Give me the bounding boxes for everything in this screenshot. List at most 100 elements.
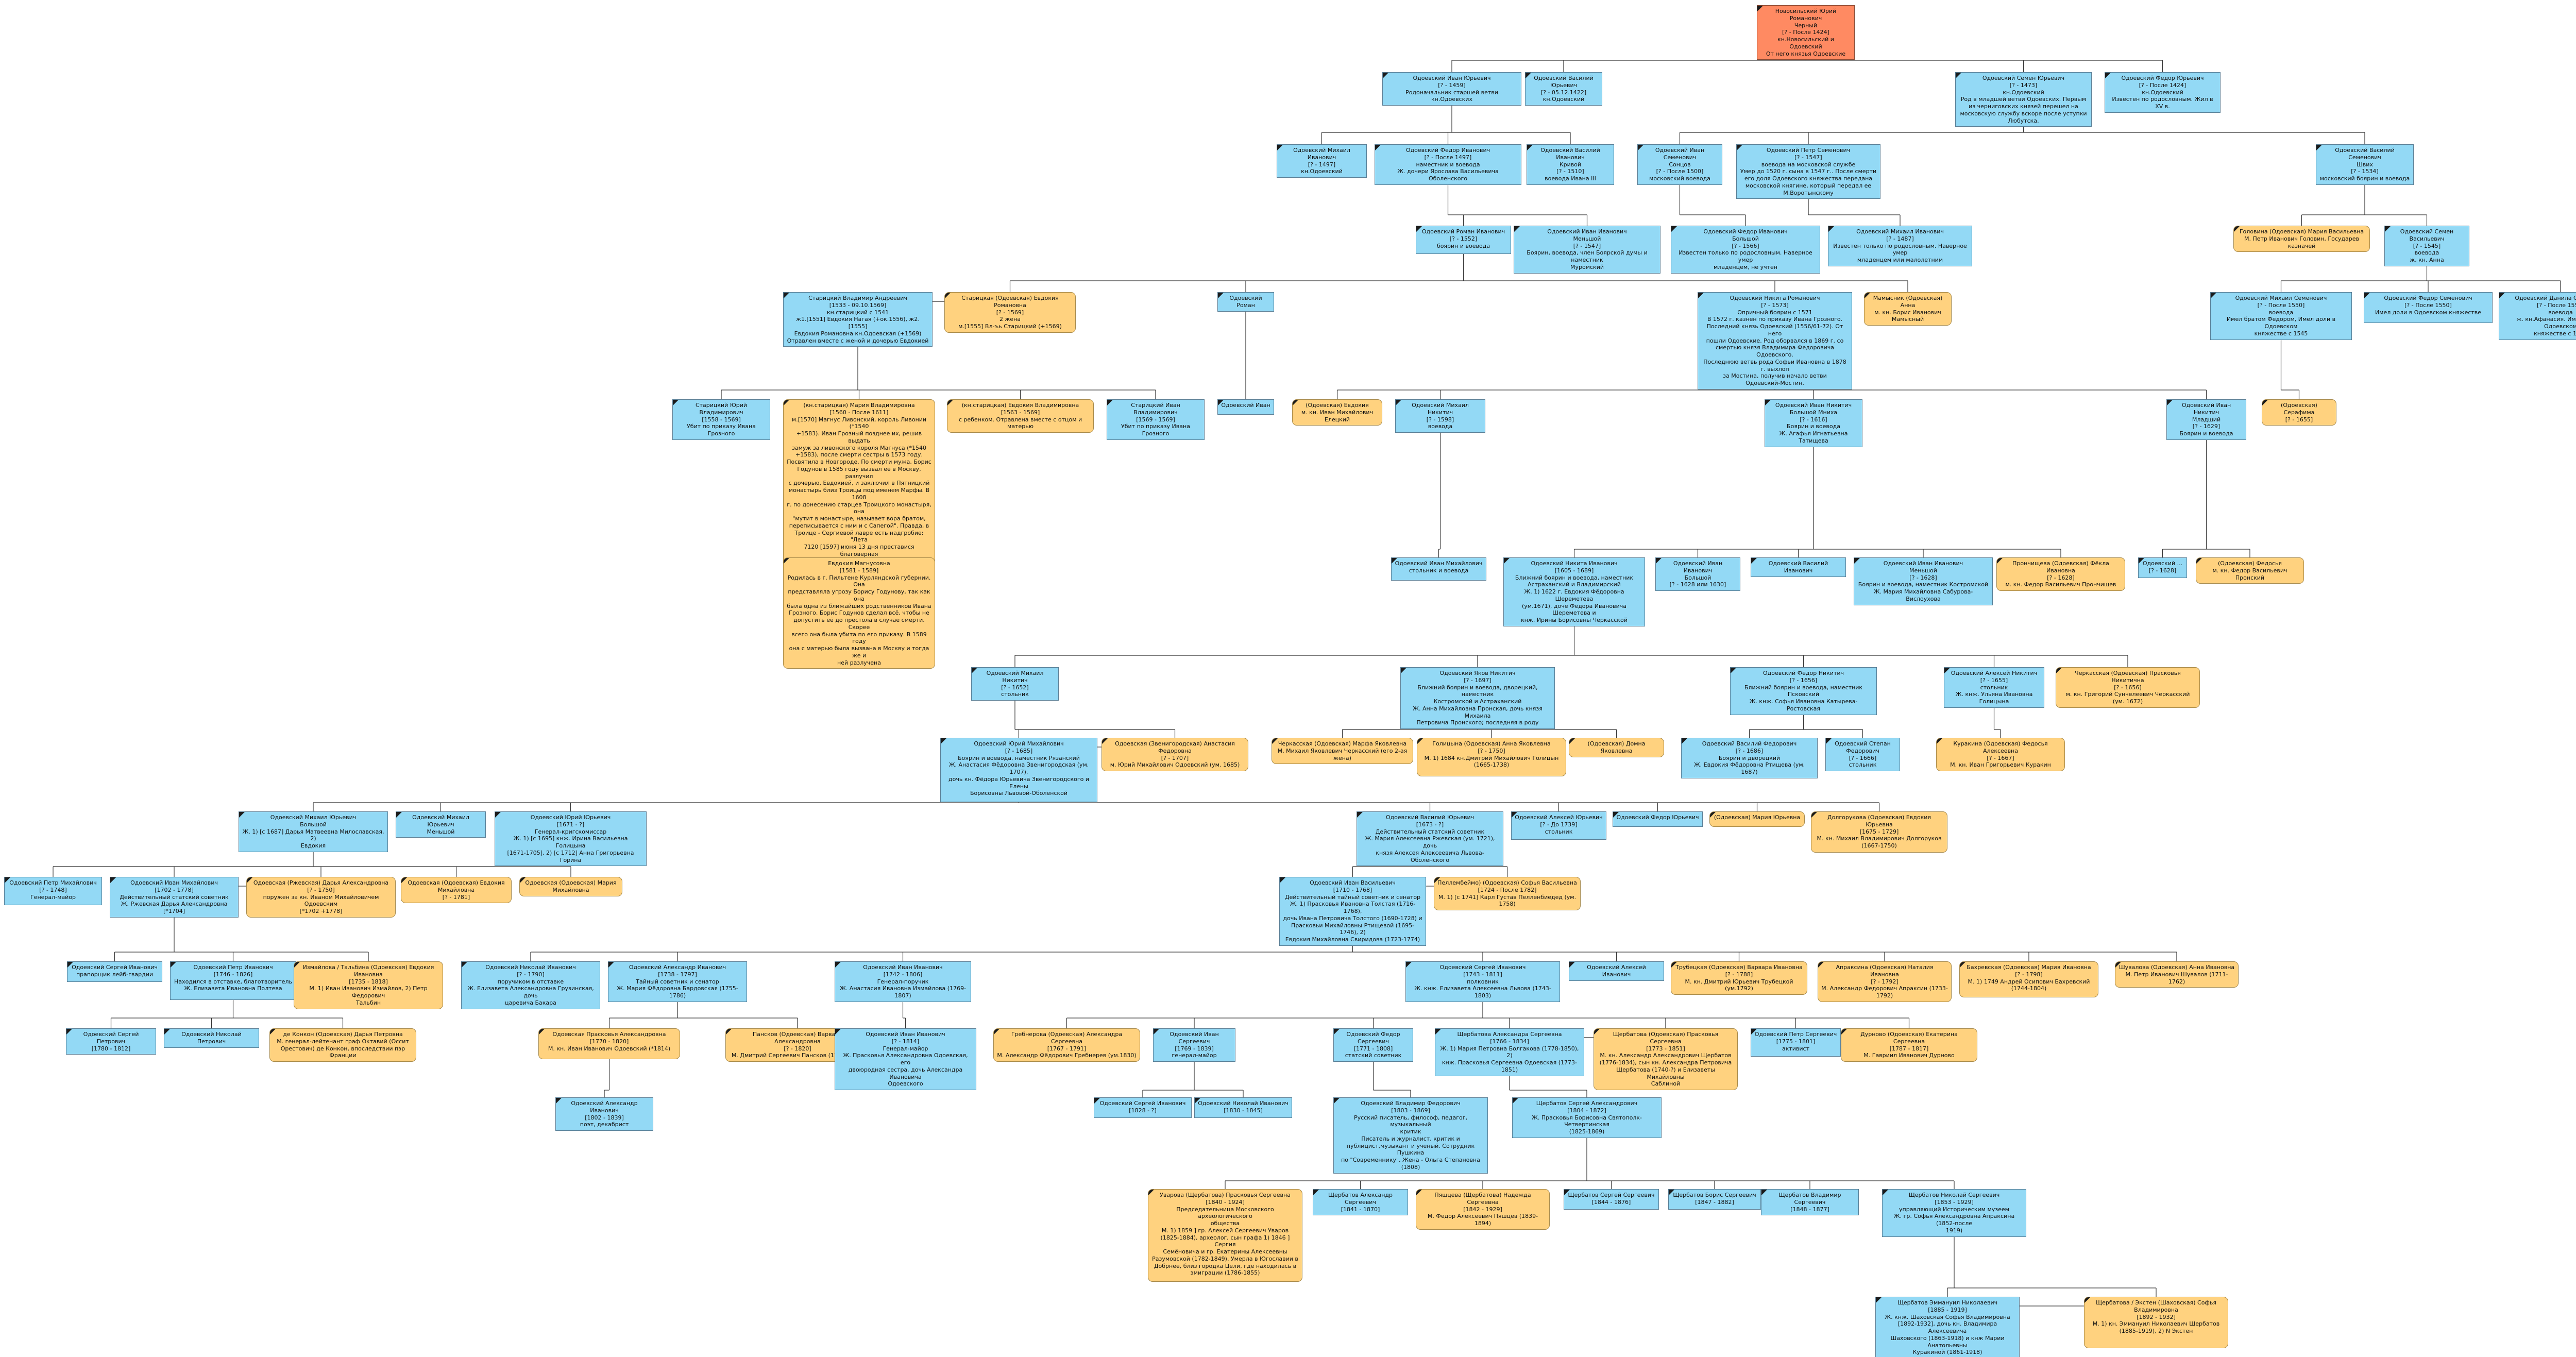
female-person-card[interactable]: (Одоевская) Мария Юрьевна	[1709, 811, 1805, 827]
male-person-card[interactable]: Одоевский Александр Иванович [1802 - 183…	[555, 1097, 653, 1131]
male-person-card[interactable]: Одоевский Алексей Юрьевич [? - До 1739] …	[1511, 811, 1606, 840]
male-person-card[interactable]: Одоевский Михаил Юрьевич Меньшой	[396, 811, 486, 838]
male-person-card[interactable]: Одоевский Федор Юрьевич [? - После 1424]…	[2105, 72, 2221, 113]
male-person-card[interactable]: Одоевский Алексей Иванович	[1569, 961, 1664, 981]
male-person-card[interactable]: Одоевский Юрий Юрьевич [1671 - ?] Генера…	[495, 811, 647, 867]
male-person-card[interactable]: Одоевский Иван Михайлович [1702 - 1778] …	[110, 877, 239, 918]
male-person-card[interactable]: Одоевский Василий Юрьевич [? - 05.12.142…	[1525, 72, 1602, 106]
female-person-card[interactable]: Щербатова / Экстен (Шаховская) Софья Вла…	[2084, 1297, 2228, 1348]
female-person-card[interactable]: Гребнерова (Одоевская) Александра Сергее…	[993, 1028, 1140, 1062]
female-person-card[interactable]: Пяшцева (Щербатова) Надежда Сергеевна [1…	[1416, 1189, 1550, 1230]
male-person-card[interactable]: Одоевский Иван Юрьевич [? - 1459] Родона…	[1382, 72, 1521, 106]
male-person-card[interactable]: Старицкий Иван Владимирович [1569 - 1569…	[1107, 399, 1205, 440]
male-person-card[interactable]: Одоевский Федор Юрьевич	[1613, 811, 1703, 827]
male-person-card[interactable]: Щербатов Сергей Александрович [1804 - 18…	[1512, 1097, 1662, 1138]
female-person-card[interactable]: Одоевская Прасковья Александровна [1770 …	[538, 1028, 680, 1059]
male-person-card[interactable]: Одоевский Михаил Иванович [? - 1487] Изв…	[1828, 226, 1972, 266]
female-person-card[interactable]: Апраксина (Одоевская) Наталия Ивановна […	[1818, 961, 1952, 1002]
male-person-card[interactable]: Одоевский Сергей Иванович [1828 - ?]	[1094, 1097, 1192, 1118]
male-person-card[interactable]: Щербатов Владимир Сергеевич [1848 - 1877…	[1761, 1189, 1859, 1216]
male-person-card[interactable]: Одоевский Михаил Иванович [? - 1497] кн.…	[1277, 144, 1367, 178]
female-person-card[interactable]: Щербатова (Одоевская) Прасковья Сергеевн…	[1594, 1028, 1738, 1090]
male-person-card[interactable]: Одоевский Петр Михайлович [? - 1748] Ген…	[4, 877, 102, 905]
male-person-card[interactable]: Одоевский Петр Иванович [1746 - 1826] На…	[170, 961, 296, 1000]
female-person-card[interactable]: Евдокия Магнусовна [1581 - 1589] Родилас…	[783, 557, 935, 669]
female-person-card[interactable]: (Одоевская) Серафима [? - 1655]	[2262, 399, 2336, 426]
male-person-card[interactable]: Одоевский Николай Петрович	[164, 1028, 259, 1048]
male-person-card[interactable]: Одоевский Николай Иванович [? - 1790] по…	[461, 961, 600, 1009]
male-person-card[interactable]: Щербатов Сергей Сергеевич [1844 - 1876]	[1564, 1189, 1659, 1210]
male-person-card[interactable]: Одоевский Владимир Федорович [1803 - 186…	[1333, 1097, 1488, 1174]
male-person-card[interactable]: Одоевский Федор Сергеевич [1771 - 1808] …	[1333, 1028, 1413, 1062]
female-person-card[interactable]: (кн.старицкая) Евдокия Владимировна [156…	[947, 399, 1094, 433]
male-person-card[interactable]: Одоевский Данила Семенович [? - После 15…	[2499, 292, 2576, 340]
male-person-card[interactable]: Одоевский Алексей Никитич [? - 1655] сто…	[1944, 667, 2044, 708]
male-person-card[interactable]: Одоевский Степан Федорович [? - 1666] ст…	[1825, 738, 1900, 771]
root-person-card[interactable]: Новосильский Юрий Романович Черный [? - …	[1757, 5, 1855, 60]
male-person-card[interactable]: Одоевский Иван Михайлович стольник и вое…	[1391, 557, 1486, 581]
female-person-card[interactable]: (кн.старицкая) Мария Владимировна [1560 …	[783, 399, 935, 568]
female-person-card[interactable]: Черкасская (Одоевская) Марфа Яковлевна М…	[1272, 738, 1413, 765]
male-person-card[interactable]: Старицкий Владимир Андреевич [1533 - 09.…	[783, 292, 933, 347]
male-person-card[interactable]: Одоевский Василий Иванович Кривой [? - 1…	[1527, 144, 1614, 185]
female-person-card[interactable]: Одоевская (Ржевская) Дарья Александровна…	[246, 877, 396, 918]
female-person-card[interactable]: де Конкон (Одоевская) Дарья Петровна М. …	[269, 1028, 416, 1062]
female-person-card[interactable]: Одоевская (Одоевская) Евдокия Михайловна…	[401, 877, 512, 904]
male-person-card[interactable]: Одоевский Василий Юрьевич [1673 - ?] Дей…	[1357, 811, 1503, 867]
male-person-card[interactable]: Одоевский Василий Федорович [? - 1686] Б…	[1681, 738, 1818, 778]
female-person-card[interactable]: Долгорукова (Одоевская) Евдокия Юрьевна …	[1811, 811, 1947, 853]
male-person-card[interactable]: Одоевский Иван Никитич Младший [? - 1629…	[2166, 399, 2246, 440]
male-person-card[interactable]: Одоевский Никита Иванович [1605 - 1689] …	[1503, 557, 1645, 626]
male-person-card[interactable]: Одоевский Юрий Михайлович [? - 1685] Боя…	[940, 738, 1097, 802]
male-person-card[interactable]: Щербатова Александра Сергеевна [1766 - 1…	[1435, 1028, 1584, 1076]
male-person-card[interactable]: Одоевский Сергей Иванович [1743 - 1811] …	[1405, 961, 1560, 1002]
female-person-card[interactable]: Пеллембеймо) (Одоевская) Софья Васильевн…	[1434, 877, 1581, 910]
female-person-card[interactable]: Измайлова / Тальбина (Одоевская) Евдокия…	[294, 961, 443, 1009]
male-person-card[interactable]: Одоевский Михаил Семенович [? - После 15…	[2210, 292, 2352, 340]
male-person-card[interactable]: Одоевский Иван Иванович Большой [? - 162…	[1655, 557, 1740, 591]
male-person-card[interactable]: Щербатов Александр Сергеевич [1841 - 187…	[1313, 1189, 1408, 1216]
female-person-card[interactable]: Куракина (Одоевская) Федосья Алексеевна …	[1936, 738, 2065, 771]
female-person-card[interactable]: (Одоевская) Евдокия м. кн. Иван Михайлов…	[1292, 399, 1382, 426]
female-person-card[interactable]: (Одоевская) Домна Яковлевна	[1569, 738, 1664, 757]
male-person-card[interactable]: Одоевский Федор Иванович [? - После 1497…	[1375, 144, 1521, 185]
female-person-card[interactable]: Бахревская (Одоевская) Мария Ивановна [?…	[1959, 961, 2098, 997]
male-person-card[interactable]: Одоевский Михаил Юрьевич Большой Ж. 1) […	[239, 811, 388, 852]
male-person-card[interactable]: Одоевский Никита Романович [? - 1573] Оп…	[1698, 292, 1852, 389]
female-person-card[interactable]: Шувалова (Одоевская) Анна Ивановна М. Пе…	[2115, 961, 2239, 988]
female-person-card[interactable]: (Одоевская) Федосья м. кн. Федор Василье…	[2196, 557, 2304, 584]
female-person-card[interactable]: Голицына (Одоевская) Анна Яковлевна [? -…	[1417, 738, 1566, 776]
male-person-card[interactable]: Одоевский Иван Васильевич [1710 - 1768] …	[1279, 877, 1426, 946]
male-person-card[interactable]: Одоевский Иван Иванович Меньшой [? - 162…	[1854, 557, 1993, 605]
male-person-card[interactable]: Одоевский Федор Никитич [? - 1656] Ближн…	[1730, 667, 1877, 715]
male-person-card[interactable]: Одоевский Федор Семенович [? - После 155…	[2364, 292, 2493, 323]
male-person-card[interactable]: Одоевский Петр Семенович [? - 1547] воев…	[1736, 144, 1880, 199]
male-person-card[interactable]: Одоевский Роман	[1217, 292, 1274, 312]
female-person-card[interactable]: Уварова (Щербатова) Прасковья Сергеевна …	[1148, 1189, 1302, 1282]
male-person-card[interactable]: Одоевский Федор Иванович Большой [? - 15…	[1671, 226, 1820, 274]
male-person-card[interactable]: Одоевский Петр Сергеевич [1775 - 1801] а…	[1751, 1028, 1841, 1057]
male-person-card[interactable]: Одоевский Иван	[1217, 399, 1274, 415]
male-person-card[interactable]: Одоевский Михаил Никитич [? - 1598] воев…	[1395, 399, 1485, 433]
female-person-card[interactable]: Трубецкая (Одоевская) Варвара Ивановна […	[1671, 961, 1807, 995]
female-person-card[interactable]: Одоевская (Звенигородская) Анастасия Фед…	[1101, 738, 1248, 771]
male-person-card[interactable]: Одоевский Иван Семенович Сонцов [? - Пос…	[1637, 144, 1722, 185]
female-person-card[interactable]: Черкасская (Одоевская) Прасковья Никитич…	[2056, 667, 2200, 708]
male-person-card[interactable]: Одоевский Иван Сергеевич [1769 - 1839] г…	[1153, 1028, 1235, 1062]
male-person-card[interactable]: Одоевский Сергей Петрович [1780 - 1812]	[66, 1028, 156, 1055]
male-person-card[interactable]: Одоевский Иван Никитич Большой Мниха [? …	[1765, 399, 1862, 447]
male-person-card[interactable]: Одоевский Михаил Никитич [? - 1652] стол…	[971, 667, 1059, 701]
male-person-card[interactable]: Щербатов Борис Сергеевич [1847 - 1882]	[1668, 1189, 1761, 1210]
male-person-card[interactable]: Одоевский ... [? - 1628]	[2138, 557, 2187, 578]
male-person-card[interactable]: Одоевский Иван Иванович [? - 1814] Генер…	[835, 1028, 976, 1090]
female-person-card[interactable]: Мамысник (Одоевская) Анна м. кн. Борис И…	[1864, 292, 1952, 326]
male-person-card[interactable]: Одоевский Роман Иванович [? - 1552] бояр…	[1416, 226, 1511, 254]
male-person-card[interactable]: Одоевский Сергей Иванович прапорщик лейб…	[67, 961, 162, 982]
male-person-card[interactable]: Одоевский Семен Юрьевич [? - 1473] кн.Од…	[1955, 72, 2092, 127]
female-person-card[interactable]: Прончищева (Одоевская) Фёкла Ивановна [?…	[1996, 557, 2125, 591]
male-person-card[interactable]: Одоевский Иван Иванович Меньшой [? - 154…	[1514, 226, 1660, 274]
female-person-card[interactable]: Старицкая (Одоевская) Евдокия Романовна …	[944, 292, 1076, 333]
female-person-card[interactable]: Одоевская (Одоевская) Мария Михайловна	[519, 877, 622, 896]
male-person-card[interactable]: Одоевский Василий Иванович	[1751, 557, 1846, 577]
male-person-card[interactable]: Одоевский Василий Семенович Швих [? - 15…	[2316, 144, 2414, 185]
